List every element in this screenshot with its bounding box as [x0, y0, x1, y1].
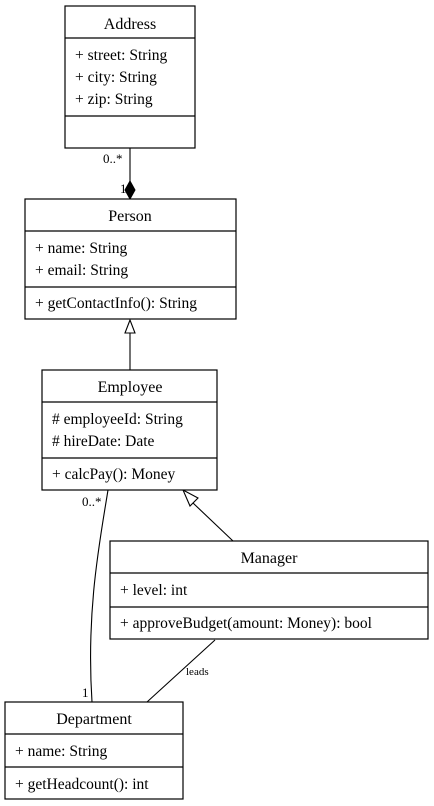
class-manager[interactable]: Manager + level: int + approveBudget(amo…	[109, 540, 429, 640]
composition-person-address: 0..* 1	[103, 148, 136, 201]
class-name: Manager	[241, 550, 299, 567]
association-employee-multiplicity: 0..*	[82, 494, 102, 509]
association-department-multiplicity: 1	[82, 685, 89, 700]
class-operation: + getContactInfo(): String	[35, 295, 197, 312]
class-department[interactable]: Department + name: String + getHeadcount…	[4, 701, 184, 800]
class-person[interactable]: Person + name: String + email: String + …	[24, 198, 237, 320]
class-operation: + getHeadcount(): int	[15, 776, 149, 793]
class-attribute: + email: String	[35, 262, 128, 279]
class-name: Person	[108, 208, 152, 225]
generalization-manager-employee	[181, 488, 234, 542]
class-name: Employee	[98, 379, 163, 396]
association-manager-department: leads	[146, 639, 216, 703]
class-attribute: + level: int	[120, 582, 188, 599]
class-name: Department	[56, 711, 132, 728]
composition-person-multiplicity: 1	[120, 181, 127, 196]
class-employee[interactable]: Employee # employeeId: String # hireDate…	[41, 369, 218, 491]
association-label: leads	[186, 666, 209, 678]
generalization-arrow-icon	[181, 488, 199, 507]
class-attribute: + name: String	[15, 743, 108, 760]
class-operation: + calcPay(): Money	[52, 466, 175, 483]
class-attribute: # hireDate: Date	[52, 433, 155, 450]
class-attribute: + street: String	[75, 47, 168, 64]
composition-diamond-icon	[124, 179, 136, 201]
class-attribute: + city: String	[75, 69, 157, 86]
class-address[interactable]: Address + street: String + city: String …	[64, 5, 196, 149]
association-employee-department: 0..* 1	[82, 489, 109, 703]
class-attribute: + zip: String	[75, 91, 153, 108]
class-operation: + approveBudget(amount: Money): bool	[120, 615, 372, 632]
class-name: Address	[104, 16, 156, 33]
class-attribute: + name: String	[35, 240, 128, 257]
class-attribute: # employeeId: String	[52, 411, 183, 428]
generalization-arrow-icon	[124, 318, 136, 334]
composition-address-multiplicity: 0..*	[103, 151, 123, 166]
generalization-employee-person	[124, 318, 136, 370]
